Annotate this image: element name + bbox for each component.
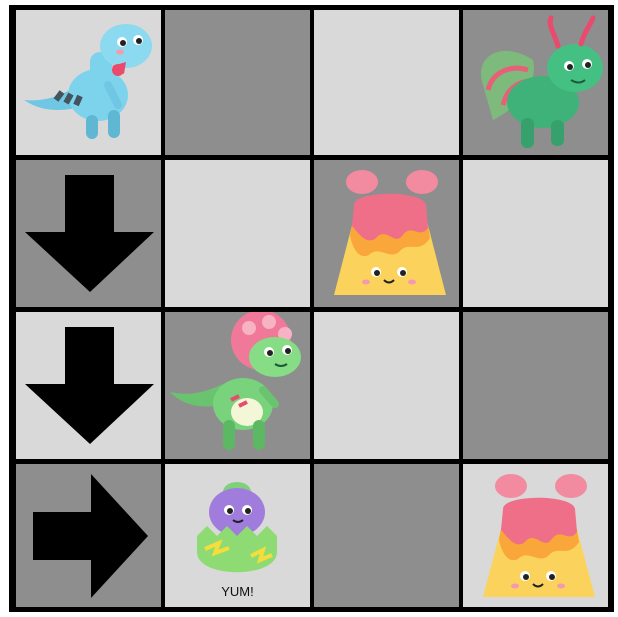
cell-r3-c2[interactable] <box>165 312 310 459</box>
cell-r2-c4[interactable] <box>463 160 608 307</box>
cell-r3-c1[interactable] <box>16 312 161 459</box>
arrow-down-icon <box>16 312 161 459</box>
frill-dino-icon <box>165 312 310 459</box>
egg-caption: YUM! <box>165 584 310 599</box>
volcano-icon <box>314 160 459 307</box>
green-winged-dino-icon <box>463 10 608 155</box>
game-board: YUM! <box>9 5 614 612</box>
cell-r4-c4[interactable] <box>463 464 608 607</box>
cell-r4-c3[interactable] <box>314 464 459 607</box>
cell-r2-c1[interactable] <box>16 160 161 307</box>
cell-r4-c2[interactable]: YUM! <box>165 464 310 607</box>
arrow-down-icon <box>16 160 161 307</box>
cell-r1-c4[interactable] <box>463 10 608 155</box>
blue-dino-icon <box>16 10 161 155</box>
volcano-icon <box>463 464 608 607</box>
arrow-right-icon <box>16 464 161 607</box>
cell-r1-c2[interactable] <box>165 10 310 155</box>
cell-r1-c3[interactable] <box>314 10 459 155</box>
cell-r1-c1[interactable] <box>16 10 161 155</box>
cell-r2-c2[interactable] <box>165 160 310 307</box>
cell-r4-c1[interactable] <box>16 464 161 607</box>
cell-r3-c4[interactable] <box>463 312 608 459</box>
cell-r3-c3[interactable] <box>314 312 459 459</box>
cell-r2-c3[interactable] <box>314 160 459 307</box>
